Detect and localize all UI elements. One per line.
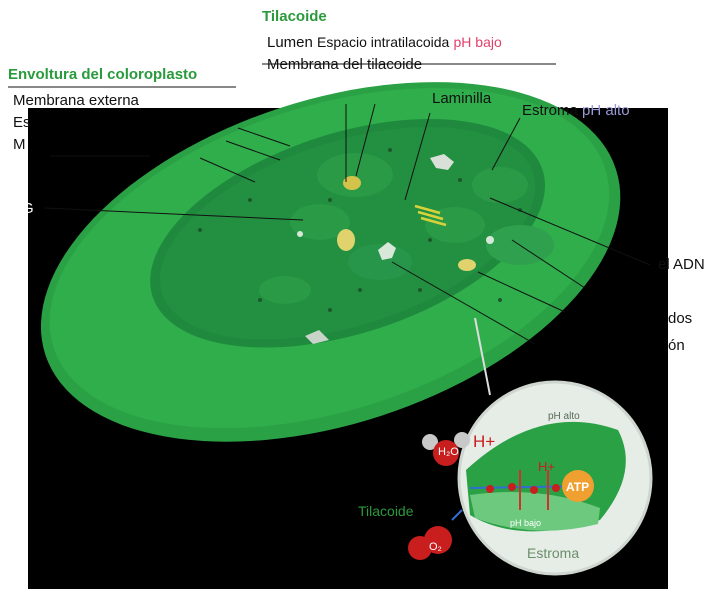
outer-membrane-label: Membrana externa <box>13 92 139 109</box>
inset-atp: ATP <box>566 480 590 494</box>
zoom-connector <box>474 317 491 396</box>
stroma-term: Estroma <box>522 102 578 119</box>
inset-zoom <box>457 380 653 576</box>
right-label-partial-1: dos <box>668 310 693 327</box>
inset-hplus-1: H+ <box>473 432 496 451</box>
inner-membrane-label-partial: M <box>13 136 26 153</box>
thylakoid-title: Tilacoide <box>262 8 327 25</box>
chloroplast-body <box>40 82 621 442</box>
granum-label-partial: G <box>22 200 34 217</box>
stroma-ph: pH alto <box>582 102 630 119</box>
oxygen-molecule <box>408 526 452 560</box>
lumen-label: Lumen Espacio intratilacoida pH bajo <box>267 34 502 51</box>
right-label-partial-2: ón <box>668 337 685 354</box>
ribosomes <box>198 148 522 312</box>
leader-lines <box>8 63 651 345</box>
inset-water: H₂O <box>438 446 459 458</box>
inset-stroma: Estroma <box>527 545 580 561</box>
thylakoid-membrane-label: Membrana del tilacoide <box>267 56 423 73</box>
inset-ph-low: pH bajo <box>510 518 542 528</box>
inset-hplus-2: H+ <box>538 459 555 474</box>
inset-thylakoid-caption: Tilacoide <box>358 503 414 519</box>
grains <box>297 154 494 344</box>
water-molecule <box>422 432 470 466</box>
lumen-ph: pH bajo <box>453 34 502 50</box>
stroma-label: Estroma pH alto <box>522 102 630 119</box>
lumen-term: Lumen <box>267 34 313 51</box>
inset-pointer <box>451 509 463 521</box>
lamella-label: Laminilla <box>432 90 492 107</box>
envelope-title: Envoltura del coloroplasto <box>8 66 198 83</box>
dna-label-partial: el ADN <box>658 256 705 273</box>
lamellae <box>414 204 447 227</box>
lumen-description: Espacio intratilacoida <box>317 34 450 50</box>
inset-oxygen: O₂ <box>429 541 442 553</box>
inset-ph-high: pH alto <box>548 411 580 422</box>
intermembrane-label-partial: Es <box>13 114 31 131</box>
